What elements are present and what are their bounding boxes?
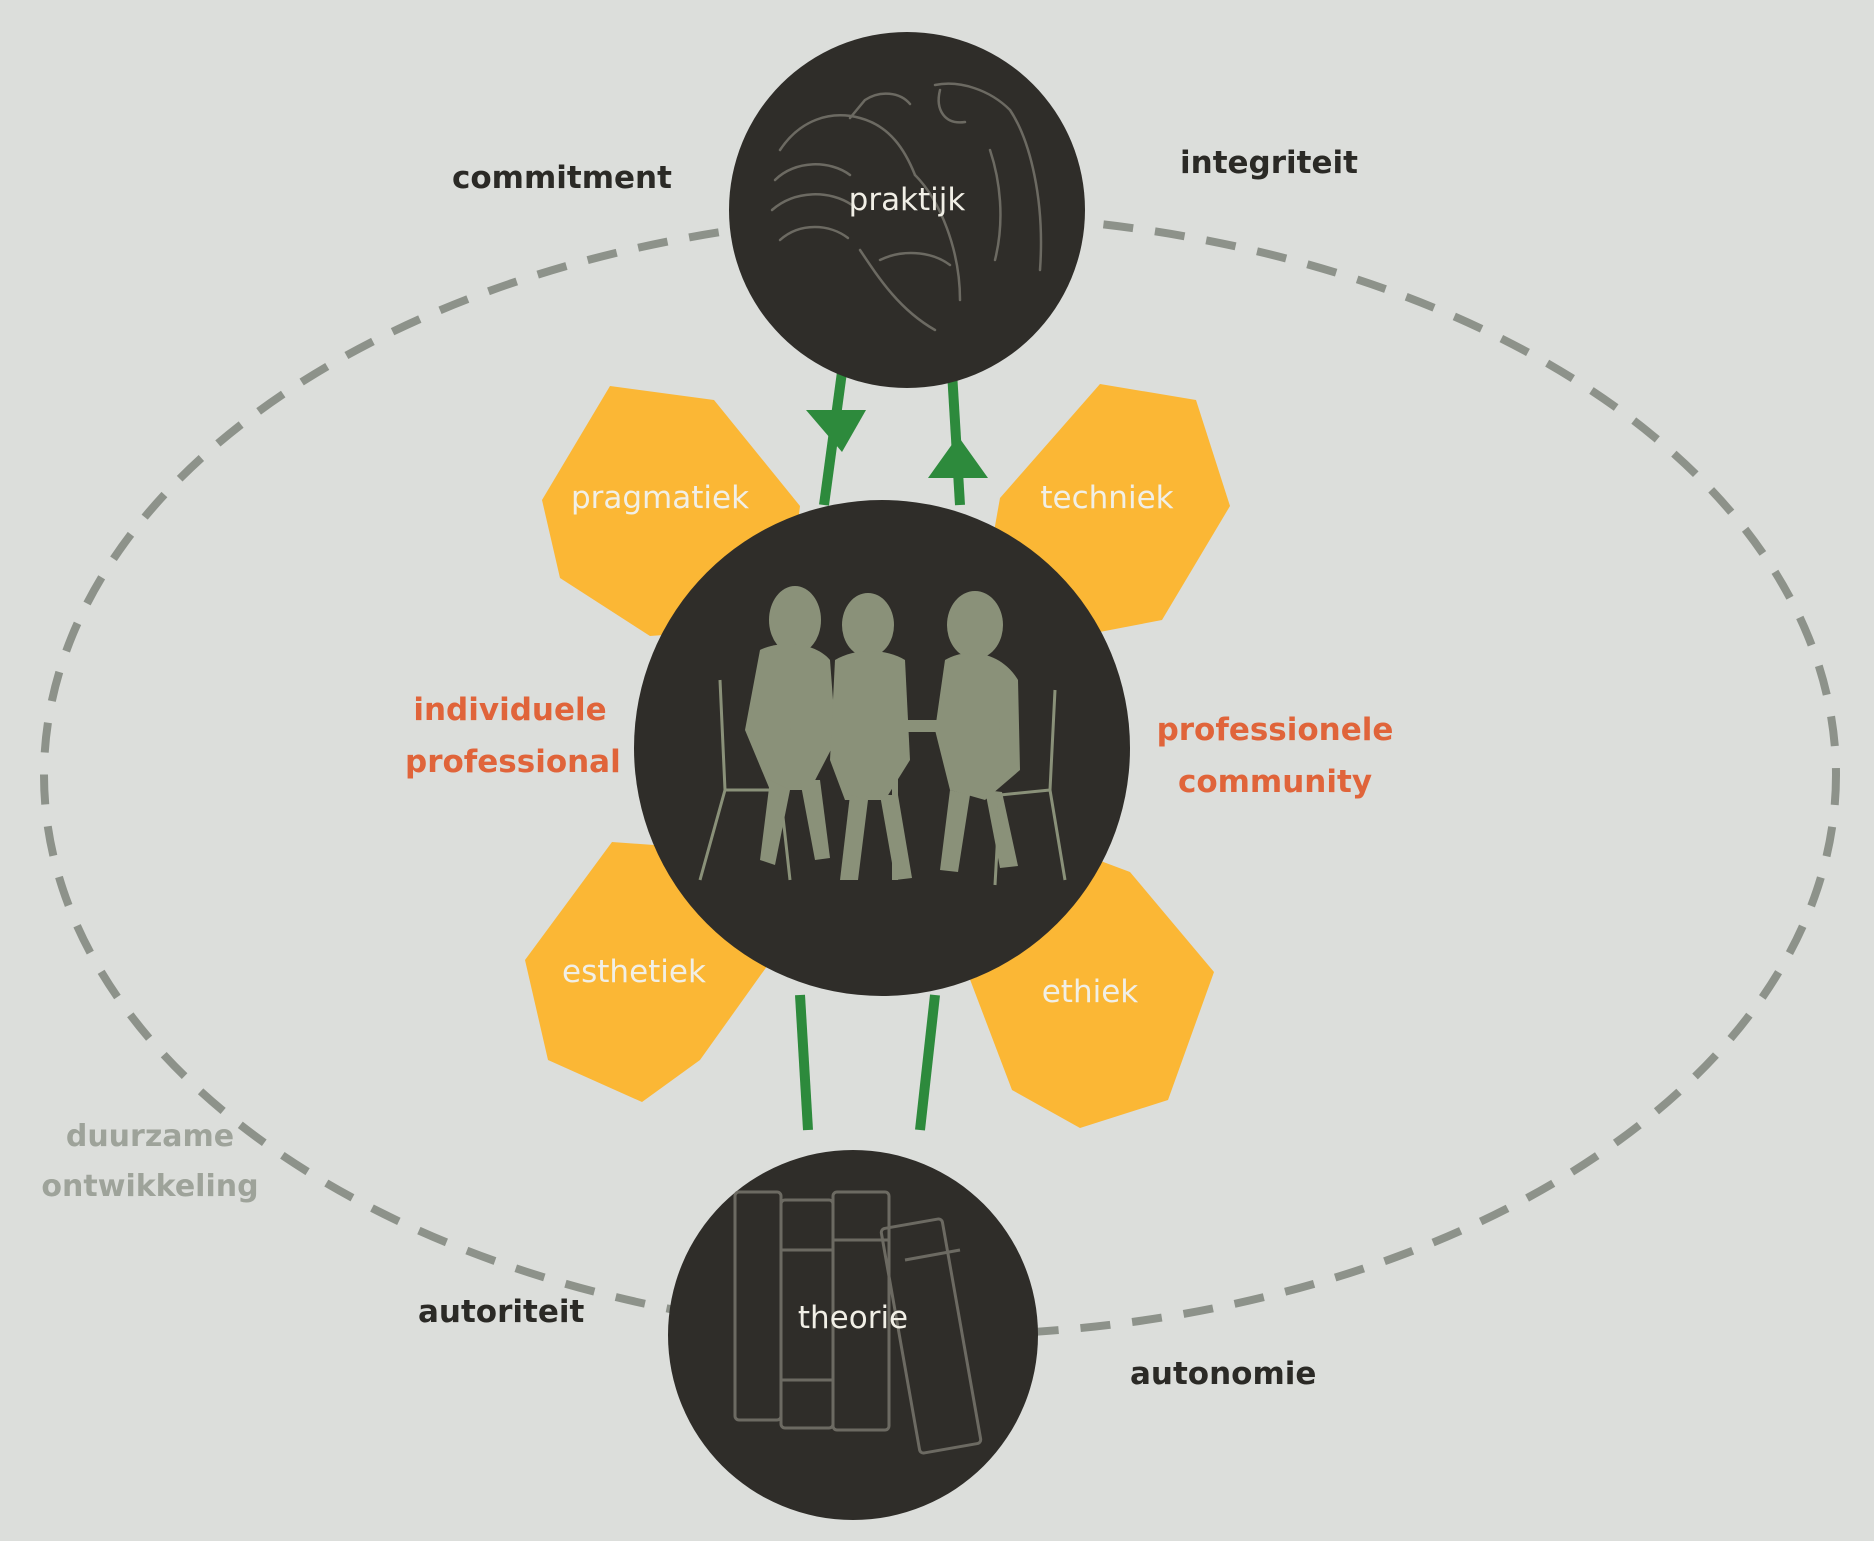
professional-community-line1: professionele [1156,712,1394,748]
professional-community-label: professionele community [1150,704,1400,808]
commitment-label: commitment [452,160,672,196]
connector-theorie-left [795,994,813,1131]
praktijk-label: praktijk [849,182,966,218]
books-icon [733,1190,983,1455]
individual-professional-line1: individuele [413,692,607,728]
arrow-praktijk-to-center [806,371,866,506]
sustainable-development-line2: ontwikkeling [41,1169,259,1204]
ethiek-label: ethiek [1042,974,1139,1010]
praktijk-circle: praktijk [729,32,1085,388]
theorie-circle: theorie [668,1150,1038,1520]
professional-community-line2: community [1177,764,1373,800]
individual-professional-label: individuele professional [405,684,621,788]
autonomie-label: autonomie [1130,1356,1317,1392]
sustainable-development-line1: duurzame [65,1119,235,1154]
handshake-icon [770,82,1043,332]
integriteit-label: integriteit [1180,145,1358,181]
chairs-outline [698,679,1067,886]
individual-professional-line2: professional [405,744,621,780]
autoriteit-label: autoriteit [418,1294,585,1330]
esthetiek-label: esthetiek [562,954,706,990]
techniek-label: techniek [1040,480,1173,516]
connector-theorie-right [915,994,940,1131]
arrow-center-to-praktijk [928,371,988,506]
pragmatiek-label: pragmatiek [571,480,749,516]
sustainable-development-label: duurzame ontwikkeling [40,1112,260,1212]
theorie-label: theorie [798,1300,908,1336]
community-circle [634,500,1130,996]
